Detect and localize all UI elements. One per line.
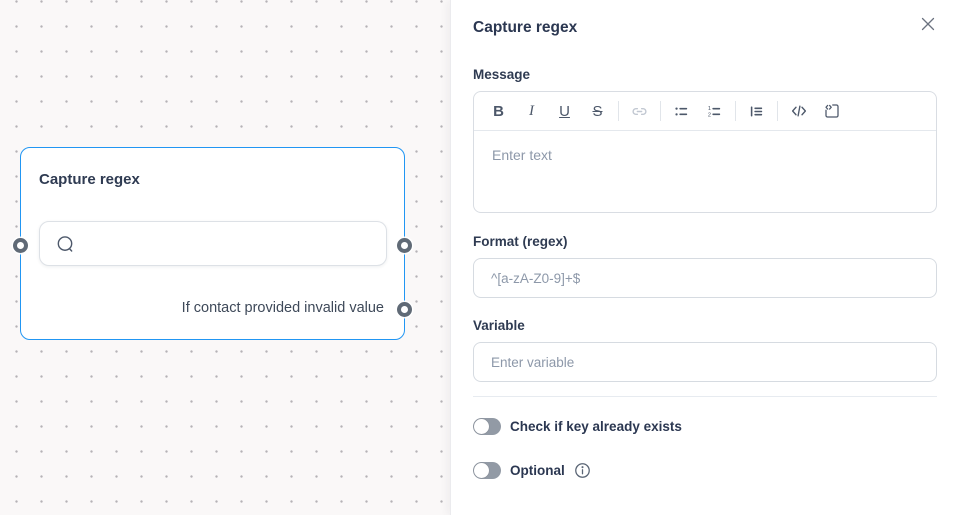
node-invalid-condition-label: If contact provided invalid value bbox=[181, 300, 384, 316]
editor-toolbar: B I U S 1 bbox=[474, 92, 936, 131]
format-field: Format (regex) bbox=[473, 234, 937, 298]
chat-bubble-icon bbox=[55, 234, 75, 254]
link-icon[interactable] bbox=[623, 97, 656, 125]
variable-label: Variable bbox=[473, 318, 525, 333]
optional-toggle-row: Optional bbox=[473, 462, 937, 479]
flow-canvas[interactable]: Capture regex If contact provided invali… bbox=[0, 0, 450, 515]
numbered-list-icon[interactable]: 1 2 bbox=[698, 97, 731, 125]
check-key-toggle-row: Check if key already exists bbox=[473, 418, 937, 435]
toolbar-divider bbox=[660, 101, 661, 121]
node-settings-panel: Capture regex Message B I U S bbox=[450, 0, 956, 515]
variable-field: Variable bbox=[473, 318, 937, 382]
toggle-knob bbox=[474, 419, 489, 434]
panel-title: Capture regex bbox=[473, 19, 578, 36]
format-regex-input[interactable] bbox=[473, 258, 937, 298]
connector-port-input[interactable] bbox=[13, 238, 28, 253]
underline-button[interactable]: U bbox=[548, 97, 581, 125]
message-text-area[interactable]: Enter text bbox=[492, 147, 552, 163]
check-key-toggle[interactable] bbox=[473, 418, 501, 435]
connector-port-output[interactable] bbox=[397, 238, 412, 253]
check-key-toggle-label: Check if key already exists bbox=[510, 419, 682, 434]
node-title: Capture regex bbox=[39, 171, 140, 188]
info-icon[interactable] bbox=[574, 462, 591, 479]
code-block-icon[interactable] bbox=[815, 97, 848, 125]
panel-header: Capture regex bbox=[473, 17, 937, 37]
format-label: Format (regex) bbox=[473, 234, 568, 249]
bullet-list-icon[interactable] bbox=[665, 97, 698, 125]
toolbar-divider bbox=[777, 101, 778, 121]
message-label: Message bbox=[473, 67, 531, 82]
strikethrough-button[interactable]: S bbox=[581, 97, 614, 125]
toolbar-divider bbox=[735, 101, 736, 121]
bold-button[interactable]: B bbox=[482, 97, 515, 125]
toolbar-divider bbox=[618, 101, 619, 121]
italic-button[interactable]: I bbox=[515, 97, 548, 125]
svg-text:2: 2 bbox=[708, 112, 711, 118]
close-icon[interactable] bbox=[917, 13, 939, 35]
optional-toggle-label: Optional bbox=[510, 463, 565, 478]
variable-input[interactable] bbox=[473, 342, 937, 382]
svg-text:1: 1 bbox=[708, 106, 711, 112]
node-message-preview[interactable] bbox=[39, 221, 387, 266]
indent-list-icon[interactable] bbox=[740, 97, 773, 125]
connector-port-invalid-output[interactable] bbox=[397, 302, 412, 317]
code-icon[interactable] bbox=[782, 97, 815, 125]
message-editor: B I U S 1 bbox=[473, 91, 937, 213]
optional-toggle[interactable] bbox=[473, 462, 501, 479]
toggle-knob bbox=[474, 463, 489, 478]
section-divider bbox=[473, 396, 937, 397]
capture-regex-node[interactable]: Capture regex If contact provided invali… bbox=[13, 147, 412, 340]
